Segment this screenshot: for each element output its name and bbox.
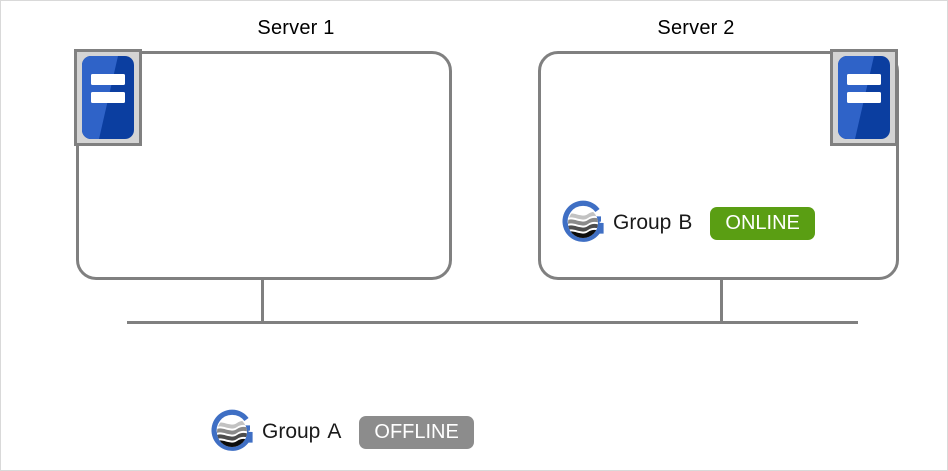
server-chassis-icon [830,49,898,146]
group-a-label: Group A [262,420,341,444]
group-b-row[interactable]: Group B ONLINE [559,197,815,249]
group-a-name-word: Group [262,420,321,443]
server-1-title: Server 1 [257,17,335,39]
network-bus-line [127,321,858,324]
group-b-status-badge[interactable]: ONLINE [710,206,815,240]
server-2-title: Server 2 [657,17,735,39]
group-a-status-badge[interactable]: OFFLINE [359,415,474,449]
group-b-name-word: Group [613,211,672,234]
server-2-network-connector [720,279,723,323]
server-1-network-connector [261,279,264,323]
group-a-name-letter: A [327,420,342,443]
group-g-logo-icon [208,406,260,458]
group-a-row[interactable]: Group A OFFLINE [208,406,474,458]
group-b-label: Group B [613,211,692,235]
server-chassis-icon [74,49,142,146]
group-b-name-letter: B [678,211,693,234]
group-g-logo-icon [559,197,611,249]
